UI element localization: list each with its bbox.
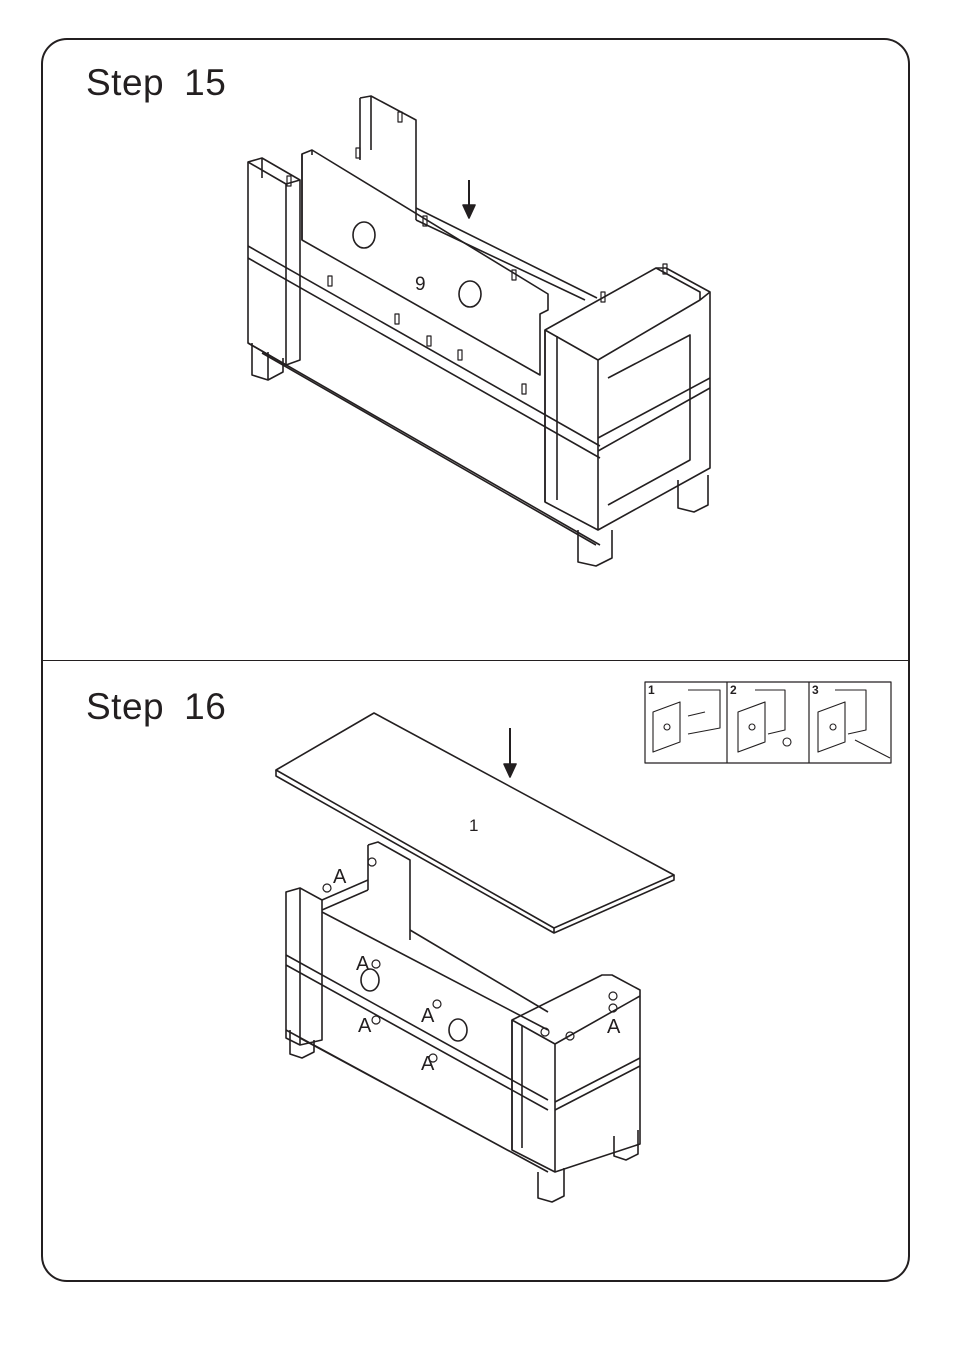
- right-cabinet-2: [512, 975, 640, 1172]
- inset-panel-2: [738, 690, 791, 752]
- back-divider-panel: [360, 96, 416, 220]
- inset-number-2: 2: [730, 683, 737, 697]
- dowels: [287, 112, 667, 394]
- cable-hole-right-2: [449, 1019, 467, 1041]
- hardware-label-a: A: [358, 1015, 372, 1037]
- cable-hole-left: [353, 222, 375, 248]
- cabinet-front-rails: [286, 955, 548, 1110]
- panel-9: [302, 150, 548, 375]
- inset-panel-1: [653, 690, 720, 752]
- step-16-cabinet-illustration: 1: [276, 713, 674, 1202]
- step-15-cabinet-illustration: 9: [248, 96, 710, 566]
- cabinet-left-end: [286, 888, 322, 1045]
- part-label-9: 9: [415, 274, 426, 295]
- hardware-label-a: A: [333, 866, 347, 888]
- cable-hole-right: [459, 281, 481, 307]
- right-back-leg: [678, 475, 708, 512]
- right-front-leg-2: [538, 1168, 564, 1202]
- part-label-1: 1: [469, 816, 478, 835]
- inset-panel-3: [818, 690, 890, 758]
- right-back-leg-2: [614, 1130, 638, 1160]
- right-cabinet: [545, 268, 710, 530]
- hardware-label-a: A: [421, 1053, 435, 1075]
- back-divider-panel-2: [368, 842, 410, 940]
- inset-number-1: 1: [648, 683, 655, 697]
- inset-number-3: 3: [812, 683, 819, 697]
- cam-lock-inset: 1 2 3: [645, 682, 891, 763]
- hardware-label-a: A: [421, 1005, 435, 1027]
- hardware-label-a: A: [356, 953, 370, 975]
- hardware-label-a: A: [607, 1016, 621, 1038]
